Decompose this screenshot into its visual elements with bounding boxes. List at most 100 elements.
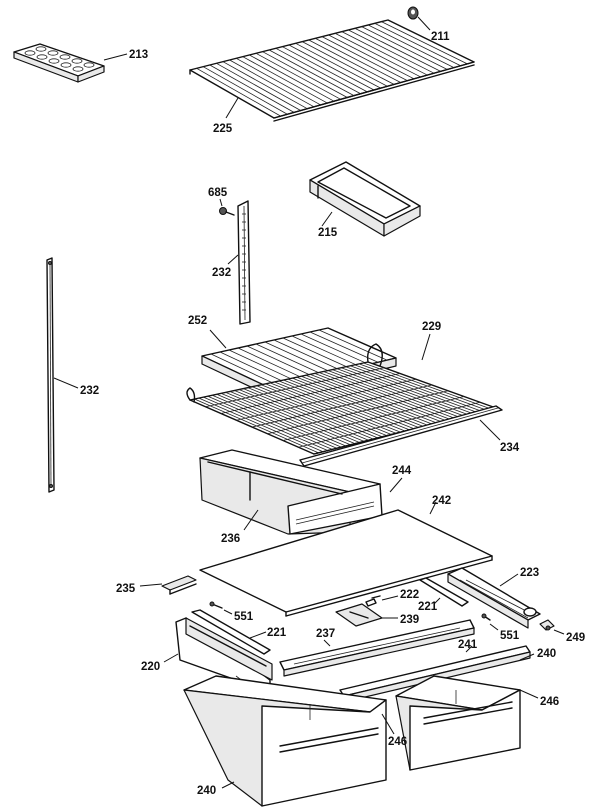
shelf-wire <box>315 37 401 83</box>
shelf-rib <box>282 337 352 370</box>
shelf-wire <box>269 49 355 96</box>
shelf-wire <box>301 375 428 426</box>
shelf-wire <box>345 366 474 415</box>
part-222-clip <box>365 595 399 607</box>
label-239: 239 <box>400 614 419 626</box>
label-252: 252 <box>188 315 207 327</box>
shelf-rib <box>318 329 388 361</box>
shelf-wire <box>265 383 392 435</box>
part-221-right-support <box>419 577 469 607</box>
label-225: 225 <box>213 123 233 135</box>
part-220-side-cover <box>163 617 273 691</box>
label-241: 241 <box>458 639 478 651</box>
label-240-right: 240 <box>537 648 556 660</box>
shelf-wire <box>203 66 288 115</box>
shelf-wire <box>229 59 315 108</box>
shelf-wire <box>275 47 361 95</box>
label-232-left: 232 <box>80 385 99 397</box>
shelf-wire <box>225 392 351 446</box>
shelf-wire <box>368 24 455 68</box>
part-685-screw <box>219 198 235 216</box>
shelf-wire <box>348 29 435 74</box>
shelf-rib <box>291 335 361 367</box>
part-232-center-rail <box>227 200 251 325</box>
label-211: 211 <box>431 31 450 43</box>
shelf-wire <box>354 27 441 72</box>
label-235: 235 <box>116 583 136 595</box>
shelf-wire <box>305 374 433 425</box>
part-239-bracket <box>335 603 398 627</box>
shelf-wire <box>295 42 381 89</box>
shelf-rib <box>255 343 325 376</box>
shelf-wire <box>292 377 419 428</box>
part-213-tray <box>13 43 128 83</box>
shelf-wire <box>363 362 492 410</box>
part-211-knob <box>407 6 431 31</box>
label-221-left: 221 <box>267 627 287 639</box>
shelf-wire <box>274 381 401 433</box>
part-223-slide <box>447 567 541 629</box>
shelf-rib <box>300 333 370 365</box>
shelf-wire <box>323 371 451 420</box>
label-244: 244 <box>392 465 412 477</box>
part-229-wire-shelf <box>186 333 497 455</box>
label-246-right: 246 <box>540 696 559 708</box>
part-221-left-support <box>191 609 271 655</box>
shelf-wire <box>361 26 448 70</box>
shelf-wire <box>350 365 478 413</box>
shelf-rib <box>237 347 307 380</box>
shelf-wire <box>256 385 383 438</box>
part-240-right-pan <box>395 653 535 771</box>
shelf-wire <box>327 370 456 419</box>
shelf-wire <box>238 389 365 442</box>
shelf-rib <box>246 345 316 378</box>
shelf-wire <box>381 21 468 65</box>
shelf-wire <box>335 32 421 78</box>
label-551-left: 551 <box>234 611 254 623</box>
shelf-wire <box>216 62 301 111</box>
shelf-wire <box>332 369 460 418</box>
shelf-wire <box>278 380 406 432</box>
shelf-wire <box>236 57 321 106</box>
shelf-wire <box>269 382 397 434</box>
shelf-wire <box>207 395 333 450</box>
label-551-right: 551 <box>500 630 520 642</box>
part-232-left-rail <box>46 257 79 493</box>
part-237-front-rail <box>279 619 475 677</box>
label-220: 220 <box>141 661 160 673</box>
shelf-wire <box>212 394 337 449</box>
label-236: 236 <box>221 533 240 545</box>
shelf-wire <box>321 36 408 82</box>
label-223: 223 <box>520 567 539 579</box>
part-240-left-pan <box>183 675 387 807</box>
shelf-wire <box>288 44 375 91</box>
shelf-wire <box>308 39 395 85</box>
shelf-wire <box>296 376 424 427</box>
shelf-wire <box>198 397 324 453</box>
part-551-screw-right <box>481 613 499 631</box>
label-242: 242 <box>432 495 451 507</box>
shelf-wire <box>247 387 374 440</box>
shelf-wire <box>203 396 328 451</box>
shelf-rib <box>264 341 334 374</box>
shelf-wire <box>220 392 347 447</box>
label-215: 215 <box>318 227 338 239</box>
label-232-center: 232 <box>212 267 231 279</box>
shelf-wire <box>262 51 348 98</box>
part-236-drawer <box>199 449 383 535</box>
label-213: 213 <box>129 49 148 61</box>
label-237: 237 <box>316 628 335 640</box>
shelf-wire <box>314 373 442 423</box>
shelf-rib <box>273 339 343 372</box>
part-225-wire-shelf <box>189 19 475 122</box>
label-229: 229 <box>422 321 441 333</box>
shelf-wire <box>374 22 461 67</box>
shelf-wire <box>242 56 328 104</box>
part-551-screw-left <box>209 601 233 615</box>
shelf-rib <box>219 351 289 385</box>
shelf-wire <box>252 386 378 439</box>
shelf-wire <box>302 41 388 87</box>
shelf-wire <box>287 378 415 430</box>
shelf-wire <box>209 64 295 113</box>
